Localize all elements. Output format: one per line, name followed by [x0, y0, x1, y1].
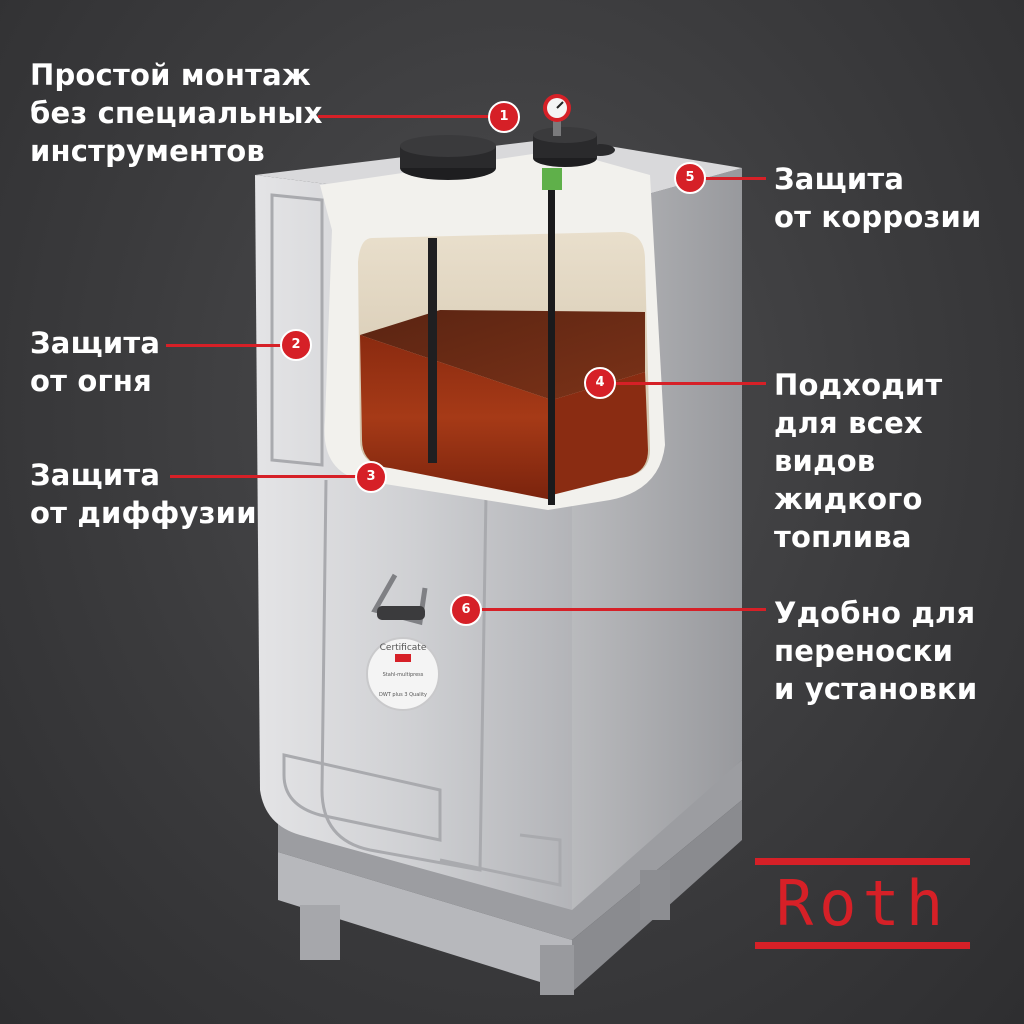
callout-1-leader — [318, 115, 490, 118]
callout-4-line-2: для всех — [774, 406, 923, 440]
callout-4-line-3: видов — [774, 444, 876, 478]
callout-4-line-4: жидкого — [774, 482, 923, 516]
callout-6-line-2: переноски — [774, 634, 954, 668]
callout-1-badge: 1 — [488, 101, 520, 133]
callout-3-badge: 3 — [355, 461, 387, 493]
callout-1-line-1: Простой монтаж — [30, 58, 311, 92]
callout-2-badge: 2 — [280, 329, 312, 361]
callout-4-label: Подходит для всех видов жидкого топлива — [774, 366, 942, 556]
callout-5-line-1: Защита — [774, 162, 905, 196]
callout-6-line-1: Удобно для — [774, 596, 976, 630]
fuel-volume — [360, 335, 552, 500]
callout-6-line-3: и установки — [774, 672, 978, 706]
callout-4-badge: 4 — [584, 367, 616, 399]
callout-6-leader — [482, 608, 766, 611]
callout-5-line-2: от коррозии — [774, 200, 982, 234]
callout-2-line-2: от огня — [30, 364, 152, 398]
carry-handle — [371, 573, 428, 626]
certificate-sticker: Certificate Stahl-multipress DWT plus 3 … — [366, 637, 440, 711]
callout-3-leader — [170, 475, 356, 478]
sticker-title: Certificate — [380, 643, 427, 653]
callout-1-line-3: инструментов — [30, 134, 265, 168]
callout-1-line-2: без специальных — [30, 96, 323, 130]
callout-4-line-1: Подходит — [774, 368, 943, 402]
callout-4-leader — [612, 382, 766, 385]
callout-2-leader — [166, 344, 282, 347]
level-gauge-rod — [548, 190, 555, 505]
callout-6-label: Удобно для переноски и установки — [774, 594, 977, 708]
suction-pipe — [428, 238, 437, 463]
callout-2-line-1: Защита — [30, 326, 161, 360]
callout-3-label: Защита от диффузии — [30, 456, 257, 532]
callout-3-line-1: Защита — [30, 458, 161, 492]
logo-top-bar — [755, 858, 970, 865]
pressure-gauge-icon — [543, 94, 571, 136]
logo-bottom-bar — [755, 942, 970, 949]
callout-3-line-2: от диффузии — [30, 496, 257, 530]
logo-wordmark: Roth — [775, 867, 950, 940]
callout-1-label: Простой монтаж без специальных инструмен… — [30, 56, 323, 170]
sticker-line-1: Stahl-multipress — [383, 672, 424, 678]
front-embossing — [270, 193, 562, 887]
filler-caps — [400, 127, 615, 190]
callout-4-line-5: топлива — [774, 520, 912, 554]
callout-5-label: Защита от коррозии — [774, 160, 982, 236]
callout-5-leader — [704, 177, 766, 180]
callout-6-badge: 6 — [450, 594, 482, 626]
roth-logo: Roth — [755, 858, 970, 950]
callout-5-badge: 5 — [674, 162, 706, 194]
callout-2-label: Защита от огня — [30, 324, 160, 400]
sticker-line-2: DWT plus 3 Quality — [379, 692, 427, 698]
pallet-base — [278, 760, 742, 995]
